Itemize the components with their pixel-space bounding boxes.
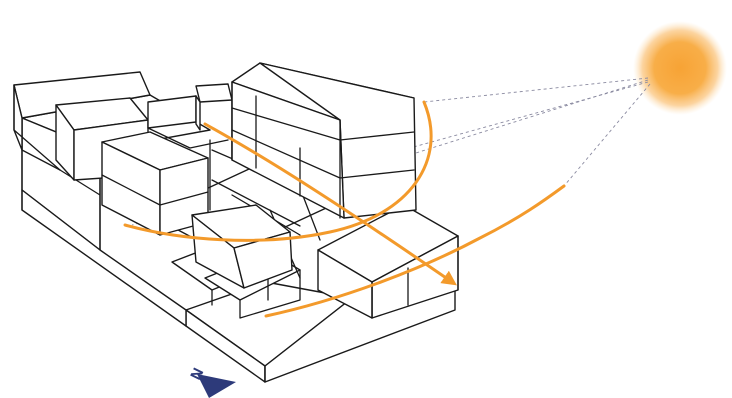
sun-ray (564, 84, 650, 186)
sun-ray (424, 78, 648, 102)
sun-icon (633, 21, 727, 115)
north-arrow-icon: N (187, 365, 236, 398)
